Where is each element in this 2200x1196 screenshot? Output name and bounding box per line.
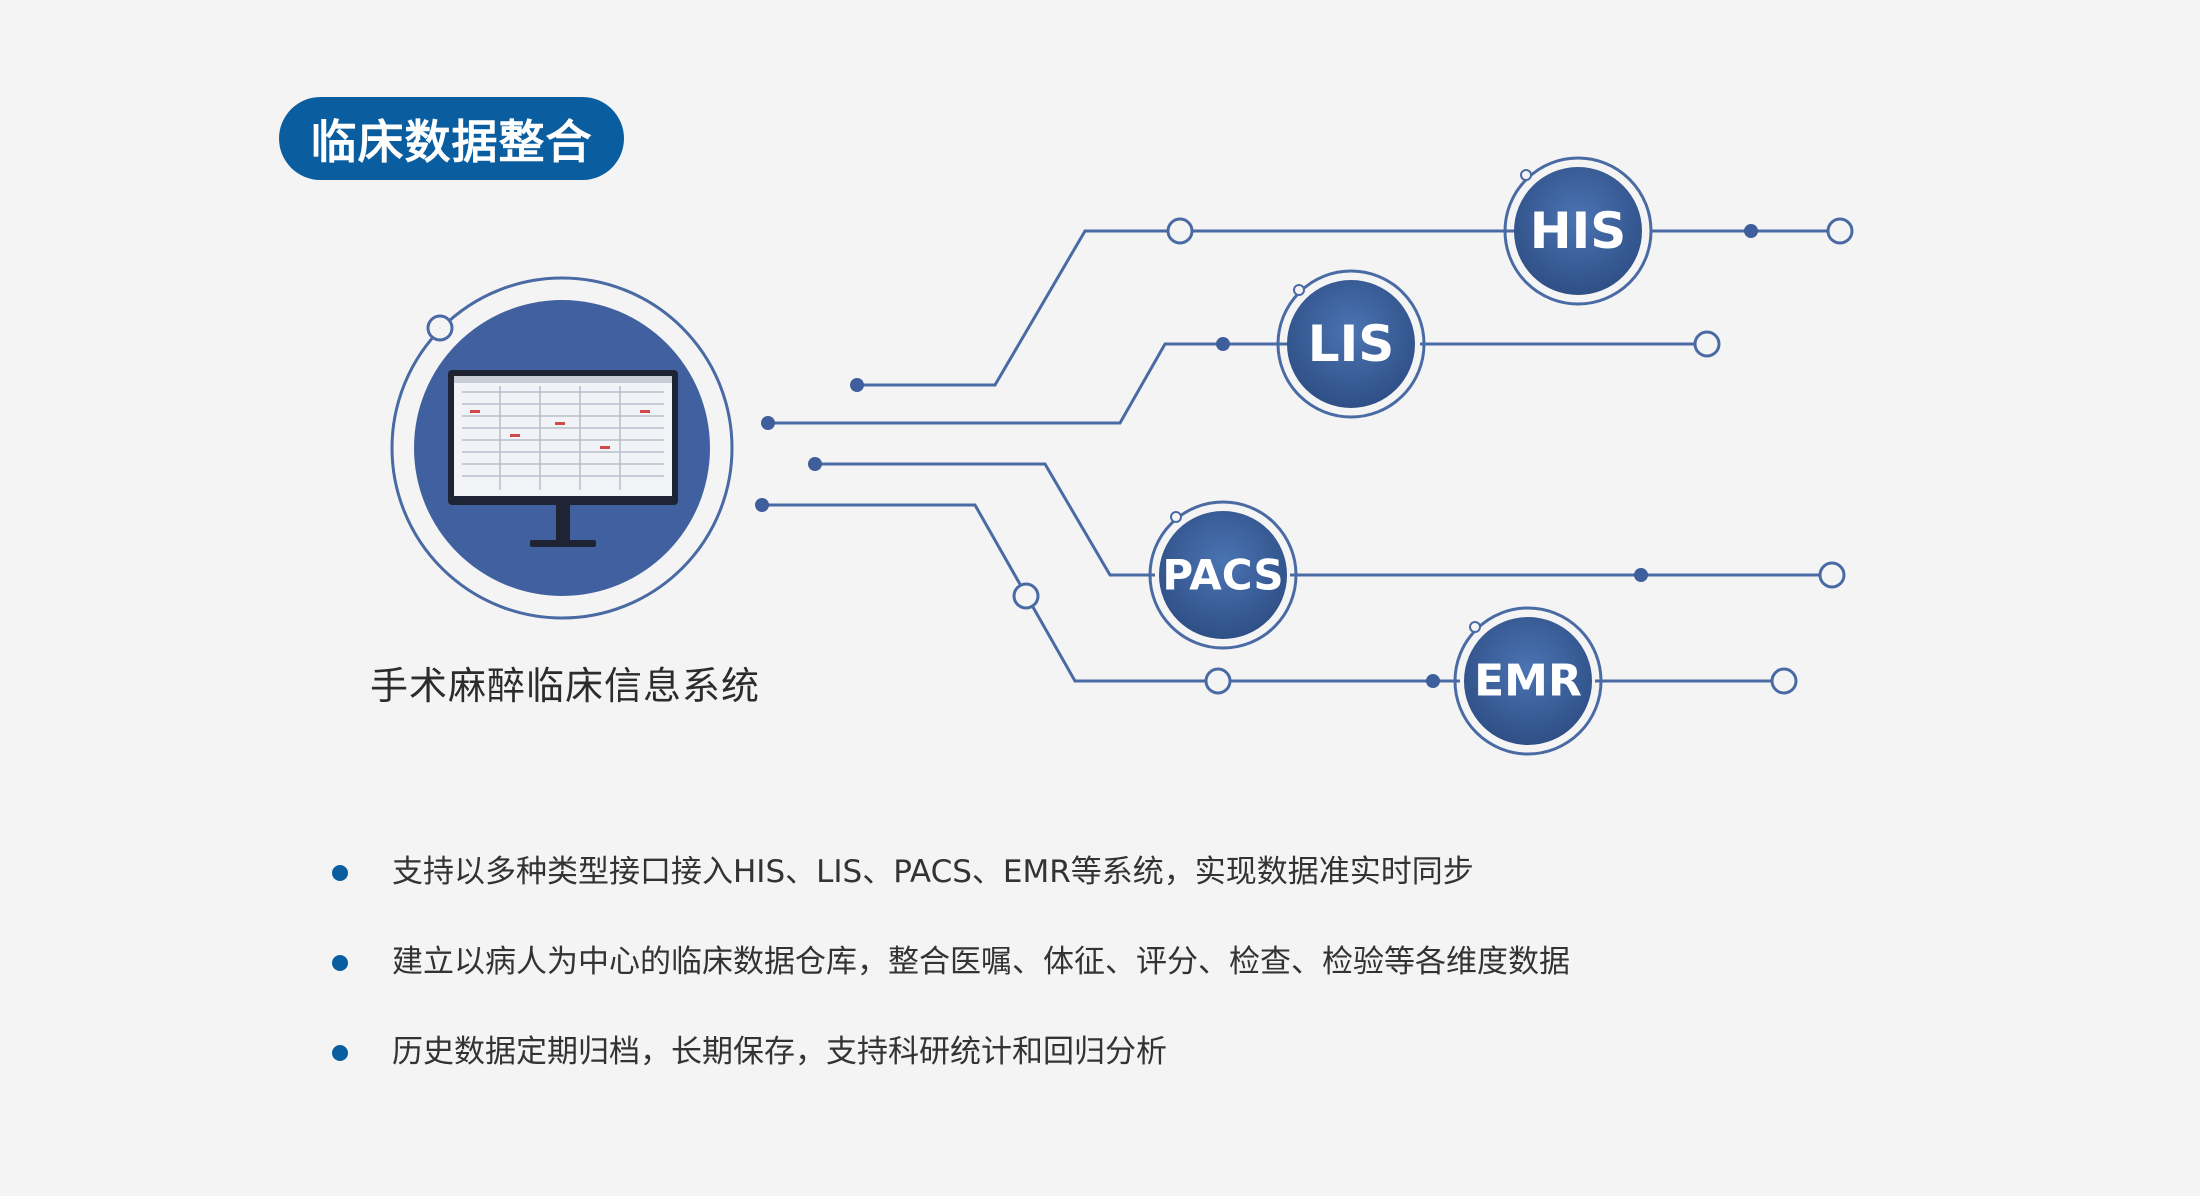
feature-item: 支持以多种类型接口接入HIS、LIS、PACS、EMR等系统，实现数据准实时同步 (332, 845, 1570, 935)
feature-item: 建立以病人为中心的临床数据仓库，整合医嘱、体征、评分、检查、检验等各维度数据 (332, 935, 1570, 1025)
connector-emr (762, 503, 1460, 683)
monitor-icon (448, 370, 678, 547)
feature-list: 支持以多种类型接口接入HIS、LIS、PACS、EMR等系统，实现数据准实时同步… (332, 845, 1570, 1115)
node-his: HIS (1503, 156, 1653, 306)
feature-text: 历史数据定期归档，长期保存，支持科研统计和回归分析 (392, 1034, 1167, 1070)
central-system-label: 手术麻醉临床信息系统 (370, 664, 761, 708)
feature-text: 支持以多种类型接口接入HIS、LIS、PACS、EMR等系统，实现数据准实时同步 (392, 854, 1474, 890)
node-lis: LIS (1276, 269, 1426, 419)
connector-pacs (815, 462, 1155, 577)
node-emr: EMR (1453, 606, 1603, 756)
junction-dots (755, 224, 1758, 688)
connector-lines (762, 229, 1840, 683)
endpoint-rings (1012, 217, 1854, 695)
feature-item: 历史数据定期归档，长期保存，支持科研统计和回归分析 (332, 1025, 1570, 1115)
central-system-node (390, 276, 734, 620)
feature-text: 建立以病人为中心的临床数据仓库，整合医嘱、体征、评分、检查、检验等各维度数据 (392, 944, 1570, 980)
node-label: PACS (1162, 551, 1283, 600)
bullet-dot-icon (332, 1045, 348, 1061)
node-pacs: PACS (1148, 500, 1298, 650)
connector-his (857, 229, 1520, 387)
section-title: 临床数据整合 (279, 97, 624, 180)
node-label: LIS (1308, 315, 1394, 373)
connector-lis (768, 342, 1290, 425)
node-label: EMR (1474, 656, 1582, 707)
bullet-dot-icon (332, 865, 348, 881)
bullet-dot-icon (332, 955, 348, 971)
node-label: HIS (1530, 202, 1626, 260)
